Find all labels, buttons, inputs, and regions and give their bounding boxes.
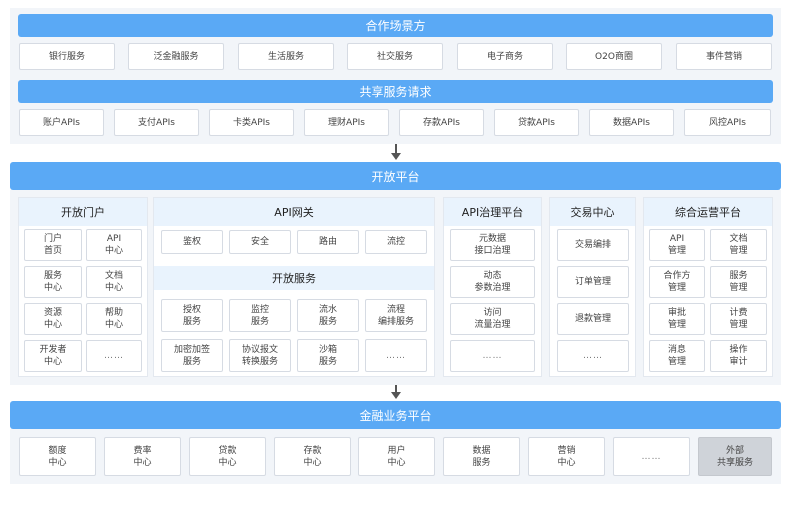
open-platform-title: 开放平台 — [371, 169, 420, 184]
open-service-item: 加密加签 服务 — [161, 339, 223, 372]
gateway-item: 安全 — [229, 230, 291, 254]
gateway-item: 鉴权 — [161, 230, 223, 254]
finance-item: 数据 服务 — [443, 437, 520, 476]
open-service-item: …… — [365, 339, 427, 372]
portal-item: …… — [86, 340, 142, 372]
finance-item: 营销 中心 — [528, 437, 605, 476]
trade-title: 交易中心 — [550, 198, 635, 226]
external-shared-service: 外部 共享服务 — [698, 437, 772, 476]
trade-item: 订单管理 — [557, 266, 629, 298]
shared-api-item: 风控APIs — [684, 109, 771, 136]
governance-item: 动态 参数治理 — [450, 266, 535, 298]
trade-item: …… — [557, 340, 629, 372]
open-service-item: 流水 服务 — [297, 299, 359, 332]
partner-item: 事件营销 — [676, 43, 772, 70]
partner-title: 合作场景方 — [365, 19, 426, 33]
open-service-item: 流程 编排服务 — [365, 299, 427, 332]
ops-item: 审批 管理 — [649, 303, 705, 335]
ops-item: 合作方 管理 — [649, 266, 705, 298]
shared-api-item: 存款APIs — [399, 109, 484, 136]
finance-item: 贷款 中心 — [189, 437, 266, 476]
shared-api-item: 支付APIs — [114, 109, 199, 136]
finance-item: 用户 中心 — [358, 437, 435, 476]
finance-item: 费率 中心 — [104, 437, 181, 476]
portal-item: 门户 首页 — [24, 229, 82, 261]
portal-title: 开放门户 — [19, 198, 147, 226]
partner-item: 生活服务 — [238, 43, 334, 70]
trade-item: 退款管理 — [557, 303, 629, 335]
ops-title: 综合运营平台 — [644, 198, 772, 226]
down-arrow-icon — [391, 144, 401, 160]
ops-item: 文档 管理 — [710, 229, 767, 261]
ops-item: 操作 审计 — [710, 340, 767, 372]
finance-title-bar: 金融业务平台 — [10, 401, 781, 429]
shared-api-item: 贷款APIs — [494, 109, 579, 136]
down-arrow-icon — [391, 385, 401, 399]
open-service-item: 监控 服务 — [229, 299, 291, 332]
partner-title-bar: 合作场景方 — [18, 14, 773, 37]
shared-api-item: 数据APIs — [589, 109, 674, 136]
governance-item: 访问 流量治理 — [450, 303, 535, 335]
shared-title-bar: 共享服务请求 — [18, 80, 773, 103]
portal-item: API 中心 — [86, 229, 142, 261]
open-platform-title-bar: 开放平台 — [10, 162, 781, 190]
finance-item: 额度 中心 — [19, 437, 96, 476]
open-services-title: 开放服务 — [154, 266, 434, 290]
partner-item: 泛金融服务 — [128, 43, 224, 70]
ops-item: 消息 管理 — [649, 340, 705, 372]
finance-item: …… — [613, 437, 690, 476]
shared-title: 共享服务请求 — [359, 85, 432, 99]
shared-api-item: 账户APIs — [19, 109, 104, 136]
open-service-item: 沙箱 服务 — [297, 339, 359, 372]
shared-api-item: 理财APIs — [304, 109, 389, 136]
open-service-item: 协议报文 转换服务 — [229, 339, 291, 372]
portal-item: 文档 中心 — [86, 266, 142, 298]
partner-item: 电子商务 — [457, 43, 553, 70]
governance-item: 元数据 接口治理 — [450, 229, 535, 261]
gateway-item: 路由 — [297, 230, 359, 254]
open-service-item: 授权 服务 — [161, 299, 223, 332]
ops-item: 服务 管理 — [710, 266, 767, 298]
portal-item: 帮助 中心 — [86, 303, 142, 335]
gateway-title: API网关 — [154, 198, 434, 226]
portal-item: 服务 中心 — [24, 266, 82, 298]
trade-item: 交易编排 — [557, 229, 629, 261]
gateway-item: 流控 — [365, 230, 427, 254]
partner-item: O2O商圈 — [566, 43, 662, 70]
partner-item: 社交服务 — [347, 43, 443, 70]
portal-item: 开发者 中心 — [24, 340, 82, 372]
shared-api-item: 卡类APIs — [209, 109, 294, 136]
finance-title: 金融业务平台 — [359, 408, 432, 423]
ops-item: API 管理 — [649, 229, 705, 261]
ops-item: 计费 管理 — [710, 303, 767, 335]
finance-item: 存款 中心 — [274, 437, 351, 476]
governance-title: API治理平台 — [444, 198, 541, 226]
partner-item: 银行服务 — [19, 43, 115, 70]
portal-item: 资源 中心 — [24, 303, 82, 335]
governance-item: …… — [450, 340, 535, 372]
